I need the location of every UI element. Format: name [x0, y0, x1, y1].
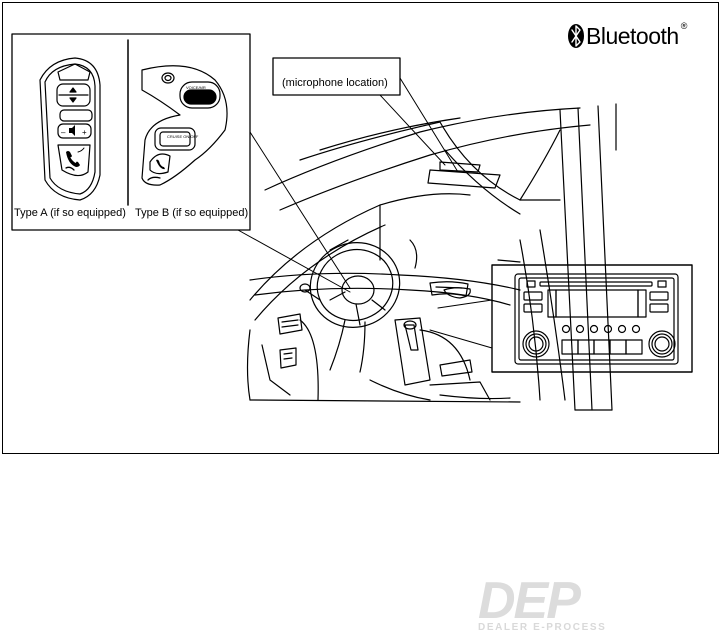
type-a-switch-illustration: – +	[39, 57, 101, 201]
svg-text:+: +	[82, 128, 87, 137]
audio-unit-callout	[429, 264, 693, 373]
type-b-top-label: VOICE/MR	[186, 85, 206, 90]
type-a-label: Type A (if so equipped)	[14, 207, 126, 219]
diagram-frame	[2, 2, 719, 454]
microphone-location-label: (microphone location)	[282, 77, 388, 89]
dep-watermark-logo: DEP	[478, 572, 583, 630]
microphone-callout	[272, 57, 459, 173]
steering-switch-inset	[11, 33, 351, 293]
vehicle-interior-diagram: – + VOICE/MR CRUISE ON/OFF	[11, 24, 693, 411]
bluetooth-icon	[568, 24, 584, 48]
svg-text:–: –	[61, 128, 66, 137]
registered-mark: ®	[680, 21, 688, 31]
type-b-switch-illustration: VOICE/MR CRUISE ON/OFF	[141, 65, 228, 186]
bluetooth-wordmark: Bluetooth	[586, 23, 679, 49]
watermark-logo-text: DEP	[478, 572, 581, 630]
car-interior-lineart	[246, 103, 617, 411]
type-b-label: Type B (if so equipped)	[135, 207, 249, 219]
type-b-cruise-label: CRUISE ON/OFF	[167, 134, 199, 139]
watermark-tagline: DEALER E-PROCESS	[478, 622, 607, 633]
bluetooth-logo: Bluetooth ®	[566, 20, 687, 52]
